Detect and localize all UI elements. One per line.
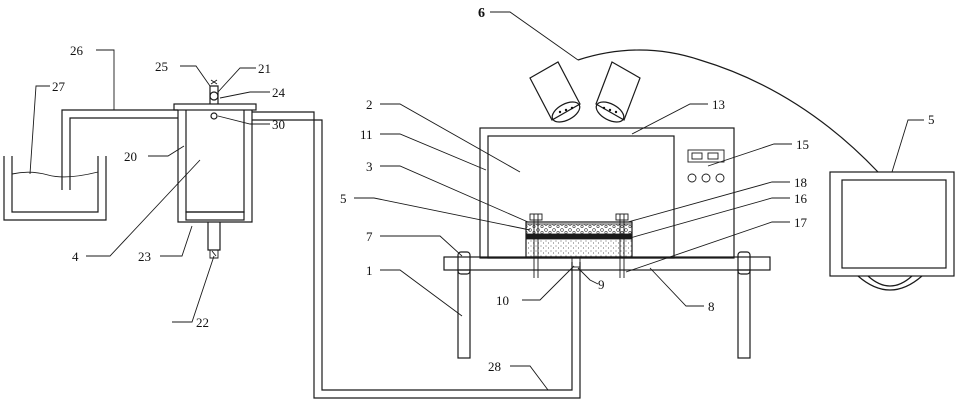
label-23: 23 xyxy=(138,249,151,264)
label-4: 4 xyxy=(72,249,79,264)
label-13: 13 xyxy=(712,97,725,112)
label-3: 3 xyxy=(366,159,373,174)
label-5-left: 5 xyxy=(340,191,347,206)
label-15: 15 xyxy=(796,137,809,152)
lamp-left xyxy=(530,62,583,126)
label-8: 8 xyxy=(708,299,715,314)
label-20: 20 xyxy=(124,149,137,164)
label-7: 7 xyxy=(366,229,373,244)
part-labels: 26 27 25 21 24 30 20 4 23 22 6 2 11 13 1… xyxy=(52,6,935,374)
label-30: 30 xyxy=(272,117,285,132)
label-25: 25 xyxy=(155,59,168,74)
label-9: 9 xyxy=(598,277,605,292)
supply-pipe xyxy=(62,110,178,190)
monitor xyxy=(830,172,954,290)
label-27: 27 xyxy=(52,79,66,94)
label-21: 21 xyxy=(258,61,271,76)
label-28: 28 xyxy=(488,359,501,374)
water-reservoir xyxy=(4,156,106,220)
label-5-right: 5 xyxy=(928,112,935,127)
support-table xyxy=(444,252,770,358)
label-10: 10 xyxy=(496,293,509,308)
label-17: 17 xyxy=(794,215,808,230)
label-16: 16 xyxy=(794,191,808,206)
label-18: 18 xyxy=(794,175,807,190)
label-22: 22 xyxy=(196,315,209,330)
label-26: 26 xyxy=(70,43,84,58)
lamp-right xyxy=(593,62,640,126)
label-24: 24 xyxy=(272,85,286,100)
label-11: 11 xyxy=(360,127,373,142)
label-1: 1 xyxy=(366,263,373,278)
label-2: 2 xyxy=(366,97,373,112)
cylinder-assembly xyxy=(174,80,256,258)
label-6: 6 xyxy=(478,6,485,21)
